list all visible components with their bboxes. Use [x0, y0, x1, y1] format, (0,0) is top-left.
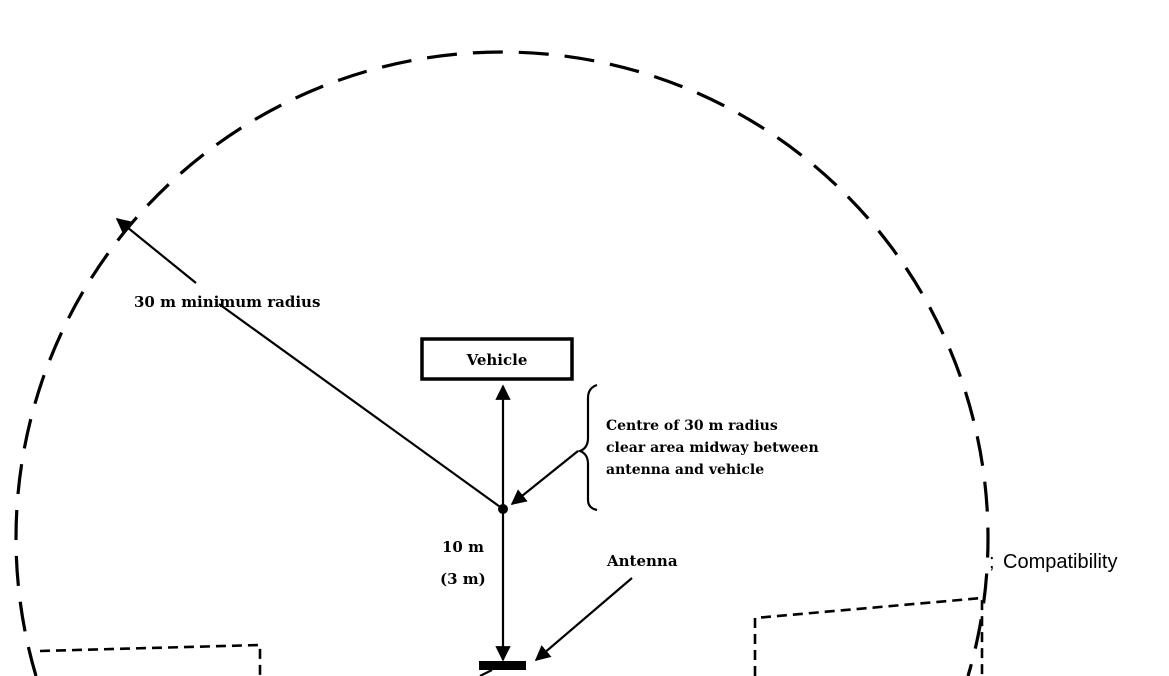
antenna-pointer-arrow: [534, 577, 633, 662]
clear-area-boundary: [14, 50, 990, 676]
centre-note-line3: antenna and vehicle: [606, 462, 764, 478]
overlay-fragment: ;: [989, 551, 995, 573]
antenna-label: Antenna: [606, 552, 678, 570]
distance-alt-label: (3 m): [440, 570, 486, 588]
overlay-text: Compatibility: [1003, 551, 1117, 573]
radius-arrow: [115, 218, 197, 284]
antenna-symbol: [479, 661, 526, 670]
centre-pointer-arrow: [510, 450, 579, 505]
radius-line: [218, 303, 504, 510]
centre-note-line1: Centre of 30 m radius: [606, 418, 778, 434]
right-dashed-area: [753, 596, 984, 676]
left-dashed-area: [39, 643, 262, 676]
radius-label: 30 m minimum radius: [134, 293, 320, 311]
centre-point: [498, 504, 508, 514]
centre-note-brace: [576, 383, 598, 512]
vehicle-box: [420, 337, 574, 381]
antenna-mast: [479, 669, 493, 676]
overlay-text-bg: [998, 542, 1169, 582]
distance-label: 10 m: [442, 538, 484, 556]
centre-note-line2: clear area midway between: [606, 440, 819, 456]
vehicle-label: Vehicle: [466, 351, 528, 369]
